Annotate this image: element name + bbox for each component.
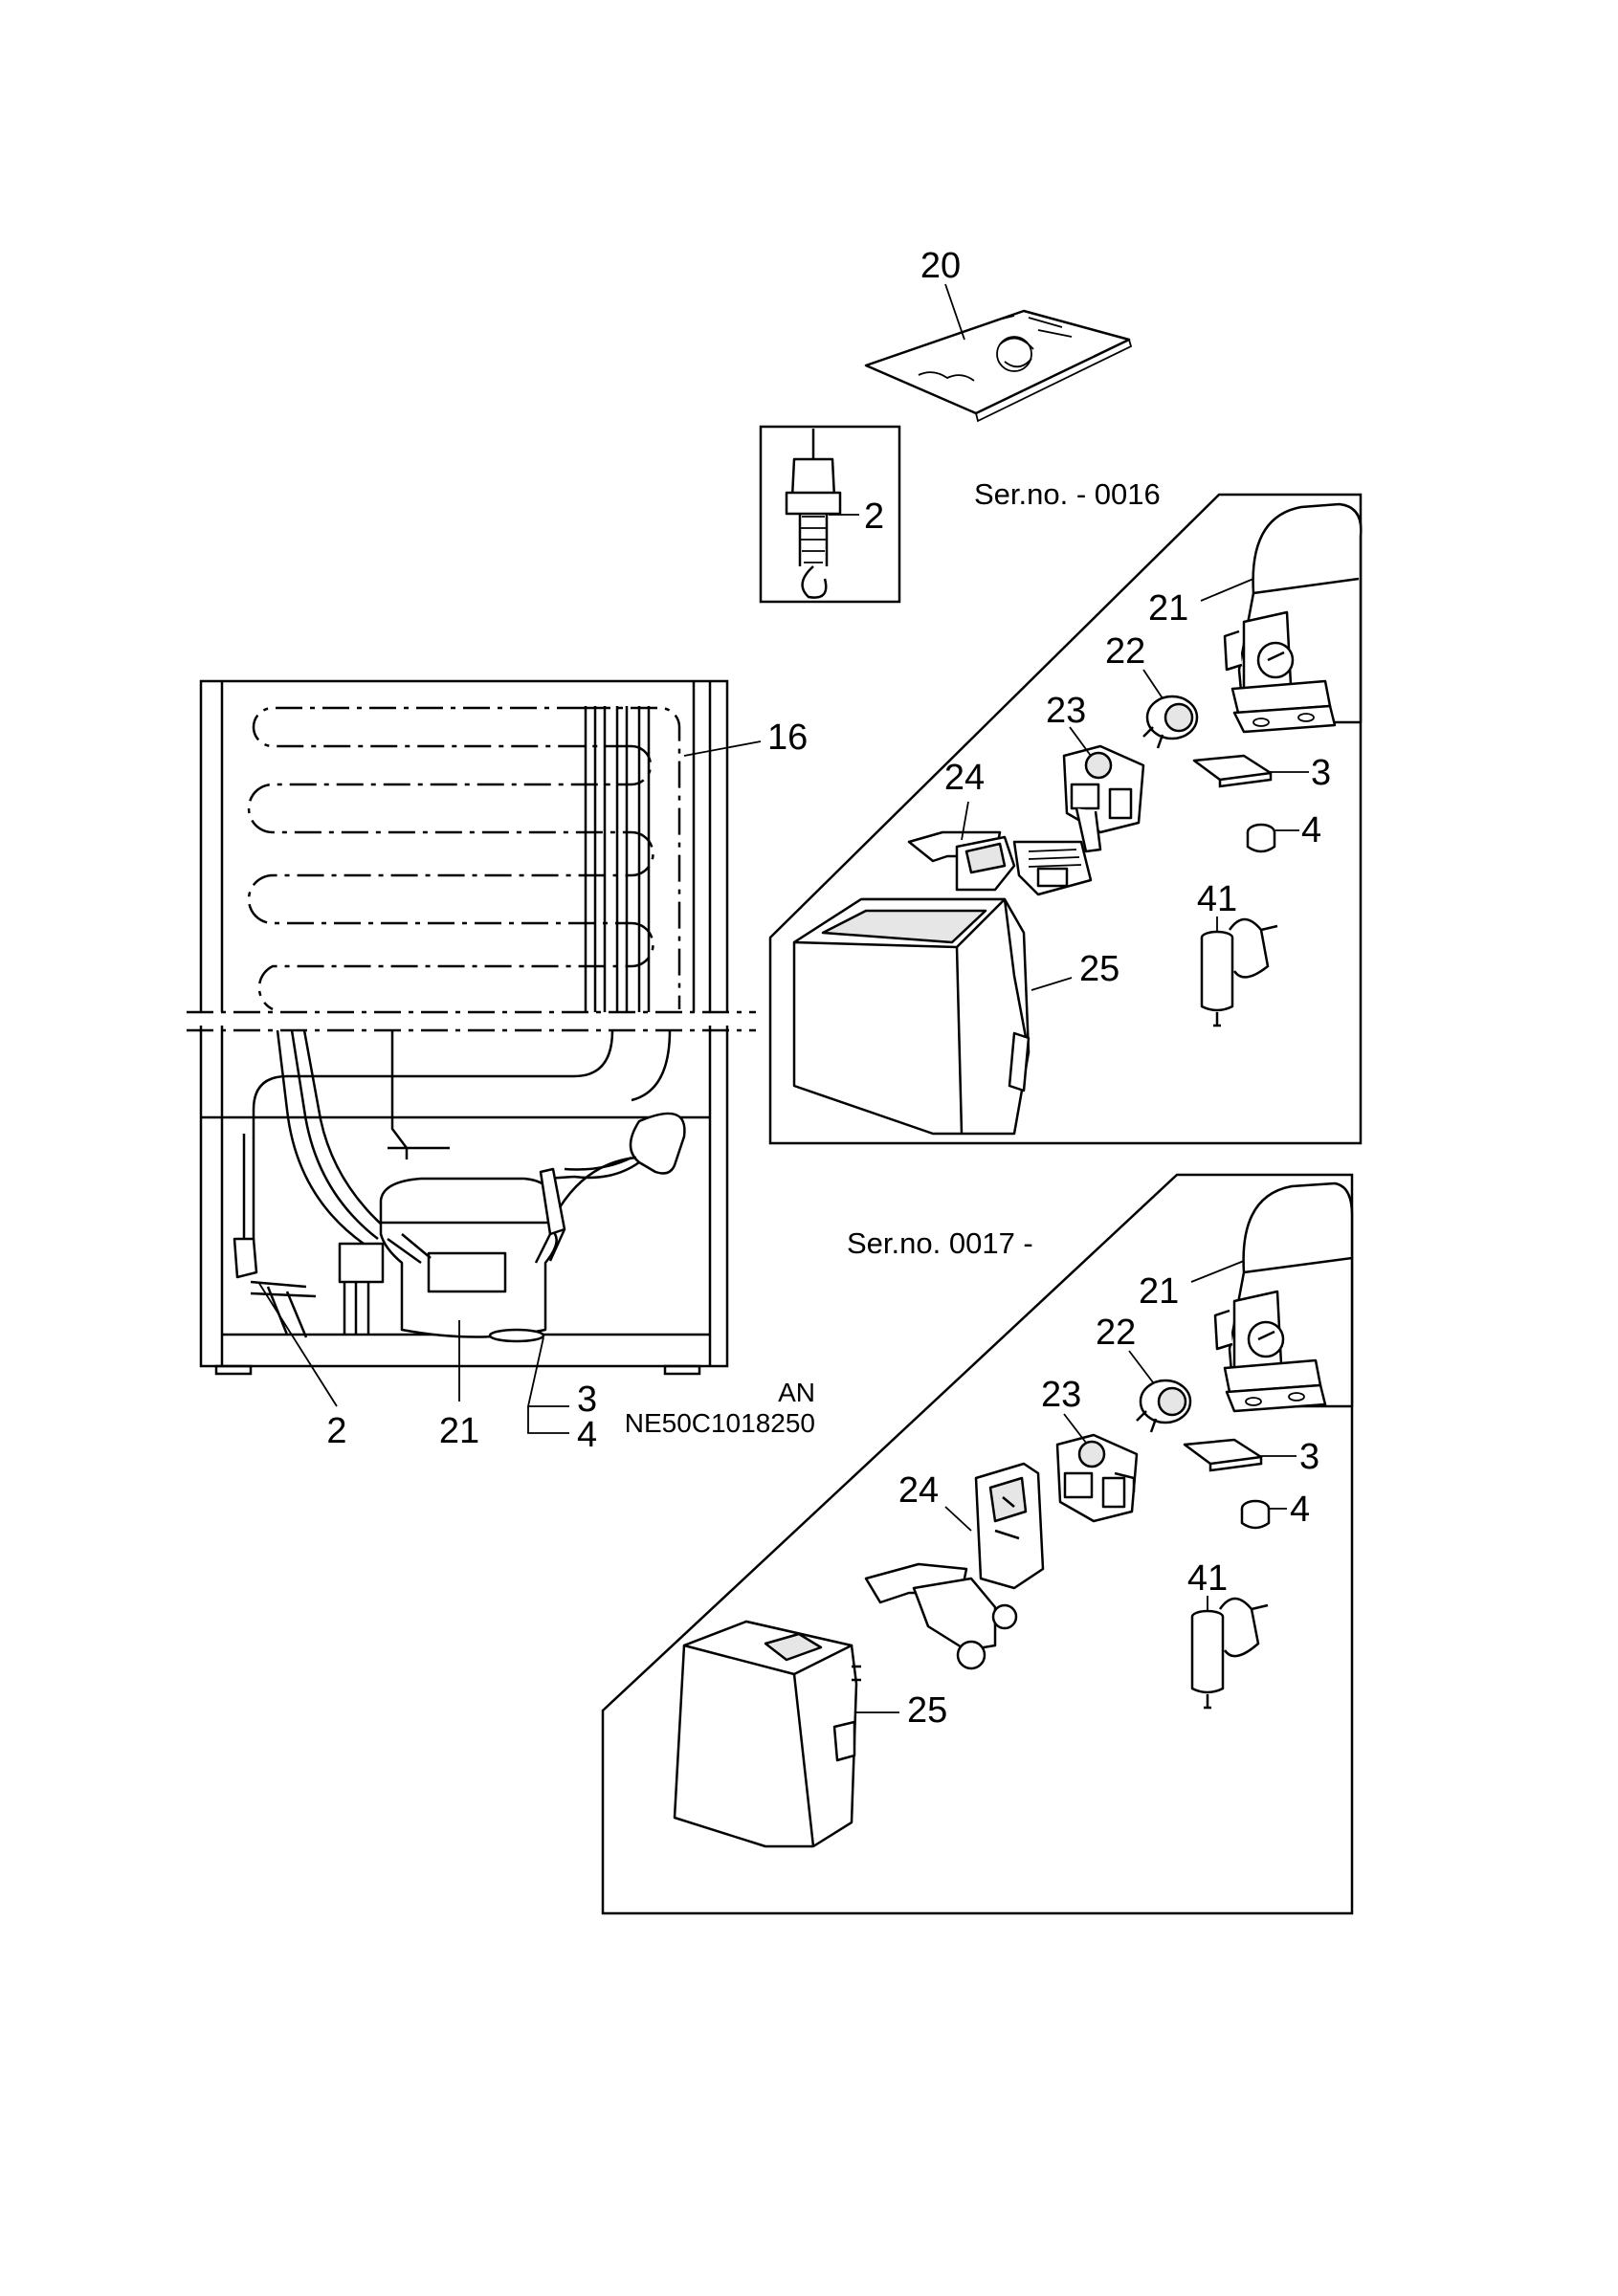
leader-top-bracket <box>961 801 969 841</box>
leader-top-compressor <box>1200 578 1254 602</box>
top-overload-protector <box>1142 695 1199 749</box>
label-bot-clip: 3 <box>1299 1437 1319 1477</box>
label-bot-bracket: 24 <box>898 1470 939 1511</box>
top-relay <box>1062 744 1145 853</box>
bot-compressor <box>1213 1181 1354 1413</box>
label-bot-cover: 25 <box>907 1690 947 1731</box>
condenser-coil <box>247 706 681 1012</box>
label-top-clip: 3 <box>1311 753 1331 793</box>
document-code-line1: AN <box>778 1378 815 1407</box>
label-top-overload: 22 <box>1105 631 1145 672</box>
top-spacer <box>1246 823 1276 853</box>
bot-capacitor <box>1190 1597 1269 1710</box>
leader-condenser <box>683 740 762 757</box>
label-main-spacer: 4 <box>577 1415 597 1455</box>
bot-overload-protector <box>1136 1379 1192 1433</box>
label-bot-relay: 23 <box>1041 1375 1081 1415</box>
leader-bot-relay <box>1063 1413 1087 1444</box>
appliance-rear-view <box>187 679 756 1376</box>
main-compressor <box>379 1156 637 1343</box>
label-sensor-inset: 2 <box>864 497 884 537</box>
label-bot-overload: 22 <box>1096 1313 1136 1353</box>
panel-serial-0016 <box>768 493 1363 1145</box>
leader-bot-compressor <box>1190 1260 1245 1283</box>
label-bot-capacitor: 41 <box>1187 1558 1228 1599</box>
leader-bot-bracket <box>944 1506 972 1532</box>
label-condenser: 16 <box>767 718 808 758</box>
label-bot-spacer: 4 <box>1290 1490 1310 1530</box>
leader-main-sensor <box>257 1281 338 1407</box>
leader-top-relay <box>1069 726 1092 757</box>
top-cover <box>792 897 1031 1136</box>
bot-clip <box>1183 1438 1263 1472</box>
label-bot-compressor: 21 <box>1139 1271 1179 1312</box>
bot-relay <box>1055 1433 1139 1523</box>
serial-label-0016: Ser.no. - 0016 <box>974 477 1161 511</box>
sensor-inset <box>759 425 901 604</box>
label-main-compressor: 21 <box>439 1411 479 1451</box>
instruction-manual <box>864 309 1133 423</box>
serial-label-0017: Ser.no. 0017 - <box>847 1226 1033 1260</box>
label-main-grommet: 3 <box>577 1380 597 1420</box>
leader-manual <box>944 283 965 341</box>
label-main-sensor: 2 <box>326 1411 346 1451</box>
bot-spacer <box>1240 1499 1271 1530</box>
top-compressor <box>1223 502 1363 734</box>
bot-bracket <box>864 1462 1045 1670</box>
top-capacitor <box>1200 917 1278 1027</box>
panel-serial-0017 <box>601 1173 1354 1915</box>
label-top-bracket: 24 <box>944 758 985 798</box>
label-manual: 20 <box>920 246 961 286</box>
top-bracket <box>907 830 1093 896</box>
leader-top-cover <box>1031 977 1073 991</box>
label-top-capacitor: 41 <box>1197 879 1237 919</box>
label-top-relay: 23 <box>1046 691 1086 731</box>
document-code-line2: NE50C1018250 <box>625 1408 815 1438</box>
top-clip <box>1192 754 1273 788</box>
label-top-cover: 25 <box>1079 949 1119 989</box>
label-top-compressor: 21 <box>1148 588 1188 629</box>
leader-top-overload <box>1142 669 1164 699</box>
leader-bot-overload <box>1128 1350 1154 1383</box>
label-top-spacer: 4 <box>1301 810 1321 850</box>
leader-main-grommet-spacer <box>526 1336 569 1434</box>
bot-cover <box>673 1620 861 1848</box>
